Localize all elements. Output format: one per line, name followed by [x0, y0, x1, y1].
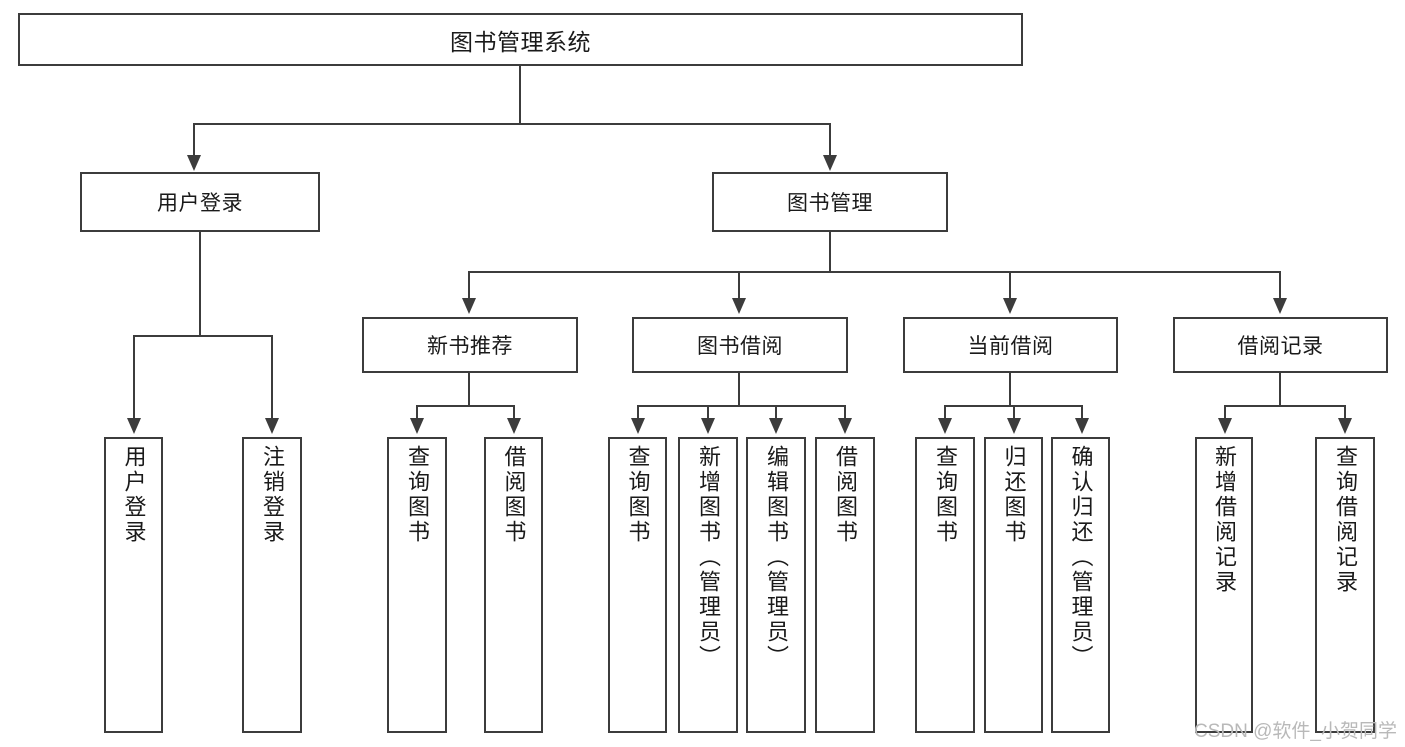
- connector-current-borrow-stem: [1009, 373, 1011, 405]
- arrowhead-leaf-borrow-book-2: [838, 418, 852, 434]
- arrowhead-new-book-recommend: [462, 298, 476, 314]
- connector-root-bar: [193, 123, 830, 125]
- node-label: 图书管理系统: [450, 28, 591, 55]
- node-label: 新增借阅记录: [1212, 445, 1237, 595]
- node-label: 新增图书（管理员）: [696, 445, 721, 670]
- connector-user-login-leaf-2: [271, 335, 273, 420]
- arrowhead-leaf-add-record: [1218, 418, 1232, 434]
- connector-book-mgmt-to-borrow-record: [1279, 271, 1281, 300]
- connector-current-borrow-bar: [944, 405, 1081, 407]
- connector-book-borrow-bar: [637, 405, 845, 407]
- leaf-logout[interactable]: 注销登录: [242, 437, 302, 733]
- node-label: 借阅图书: [833, 445, 858, 545]
- node-user-login[interactable]: 用户登录: [80, 172, 320, 232]
- node-book-management[interactable]: 图书管理: [712, 172, 948, 232]
- connector-book-borrow-leaf-1: [637, 405, 639, 420]
- node-label: 用户登录: [121, 445, 147, 545]
- connector-book-borrow-leaf-2: [707, 405, 709, 420]
- connector-root-to-book-mgmt: [829, 123, 831, 158]
- node-label: 归还图书: [1001, 445, 1027, 545]
- node-book-borrow[interactable]: 图书借阅: [632, 317, 848, 373]
- node-label: 借阅图书: [501, 445, 527, 545]
- connector-new-book-bar: [416, 405, 513, 407]
- node-label: 编辑图书（管理员）: [764, 445, 789, 670]
- arrowhead-leaf-query-book-3: [938, 418, 952, 434]
- connector-user-login-bar: [133, 335, 272, 337]
- arrowhead-leaf-confirm-return: [1075, 418, 1089, 434]
- leaf-query-borrow-record[interactable]: 查询借阅记录: [1315, 437, 1375, 733]
- node-borrow-record[interactable]: 借阅记录: [1173, 317, 1388, 373]
- connector-book-mgmt-to-book-borrow: [738, 271, 740, 300]
- node-label: 图书管理: [787, 192, 873, 215]
- connector-current-borrow-leaf-2: [1013, 405, 1015, 420]
- connector-user-login-stem: [199, 232, 201, 335]
- arrowhead-current-borrow: [1003, 298, 1017, 314]
- leaf-query-book-recommend[interactable]: 查询图书: [387, 437, 447, 733]
- connector-borrow-record-bar: [1224, 405, 1345, 407]
- node-label: 当前借阅: [967, 335, 1054, 358]
- arrowhead-user-login: [187, 155, 201, 171]
- arrowhead-book-mgmt: [823, 155, 837, 171]
- connector-book-mgmt-to-new-book: [468, 271, 470, 300]
- connector-current-borrow-leaf-1: [944, 405, 946, 420]
- node-root-system[interactable]: 图书管理系统: [18, 13, 1023, 66]
- connector-root-to-user-login: [193, 123, 195, 158]
- leaf-query-book-current[interactable]: 查询图书: [915, 437, 975, 733]
- leaf-query-book-borrow[interactable]: 查询图书: [608, 437, 667, 733]
- node-label: 图书借阅: [697, 335, 783, 358]
- node-label: 查询图书: [405, 445, 430, 545]
- arrowhead-borrow-record: [1273, 298, 1287, 314]
- connector-new-book-stem: [468, 373, 470, 405]
- connector-new-book-leaf-1: [416, 405, 418, 420]
- connector-book-mgmt-bar: [468, 271, 1280, 273]
- leaf-return-book[interactable]: 归还图书: [984, 437, 1043, 733]
- leaf-borrow-book-recommend[interactable]: 借阅图书: [484, 437, 543, 733]
- node-label: 确认归还（管理员）: [1068, 445, 1094, 670]
- leaf-borrow-book[interactable]: 借阅图书: [815, 437, 875, 733]
- connector-borrow-record-stem: [1279, 373, 1281, 405]
- arrowhead-leaf-user-login: [127, 418, 141, 434]
- leaf-edit-book-admin[interactable]: 编辑图书（管理员）: [746, 437, 806, 733]
- connector-book-borrow-leaf-3: [775, 405, 777, 420]
- arrowhead-leaf-add-book: [701, 418, 715, 434]
- arrowhead-leaf-query-book-2: [631, 418, 645, 434]
- connector-new-book-leaf-2: [513, 405, 515, 420]
- node-label: 注销登录: [260, 445, 285, 545]
- arrowhead-book-borrow: [732, 298, 746, 314]
- node-label: 查询图书: [625, 445, 651, 545]
- arrowhead-leaf-edit-book: [769, 418, 783, 434]
- connector-book-borrow-stem: [738, 373, 740, 405]
- connector-borrow-record-leaf-1: [1224, 405, 1226, 420]
- connector-user-login-leaf-1: [133, 335, 135, 420]
- node-label: 新书推荐: [427, 335, 513, 358]
- arrowhead-leaf-return-book: [1007, 418, 1021, 434]
- connector-current-borrow-leaf-3: [1081, 405, 1083, 420]
- node-current-borrow[interactable]: 当前借阅: [903, 317, 1118, 373]
- watermark-label: CSDN @软件_小贺同学: [1194, 721, 1397, 742]
- arrowhead-leaf-borrow-book-1: [507, 418, 521, 434]
- connector-book-mgmt-to-current-borrow: [1009, 271, 1011, 300]
- leaf-add-book-admin[interactable]: 新增图书（管理员）: [678, 437, 738, 733]
- node-new-book-recommend[interactable]: 新书推荐: [362, 317, 578, 373]
- leaf-confirm-return-admin[interactable]: 确认归还（管理员）: [1051, 437, 1110, 733]
- connector-root-stem: [519, 66, 521, 123]
- node-label: 用户登录: [157, 192, 243, 215]
- leaf-add-borrow-record[interactable]: 新增借阅记录: [1195, 437, 1253, 733]
- connector-borrow-record-leaf-2: [1344, 405, 1346, 420]
- leaf-user-login[interactable]: 用户登录: [104, 437, 163, 733]
- arrowhead-leaf-query-record: [1338, 418, 1352, 434]
- arrowhead-leaf-logout: [265, 418, 279, 434]
- node-label: 查询图书: [933, 445, 958, 545]
- connector-book-mgmt-stem: [829, 232, 831, 271]
- arrowhead-leaf-query-book-1: [410, 418, 424, 434]
- connector-book-borrow-leaf-4: [844, 405, 846, 420]
- node-label: 查询借阅记录: [1333, 445, 1358, 595]
- node-label: 借阅记录: [1237, 335, 1324, 358]
